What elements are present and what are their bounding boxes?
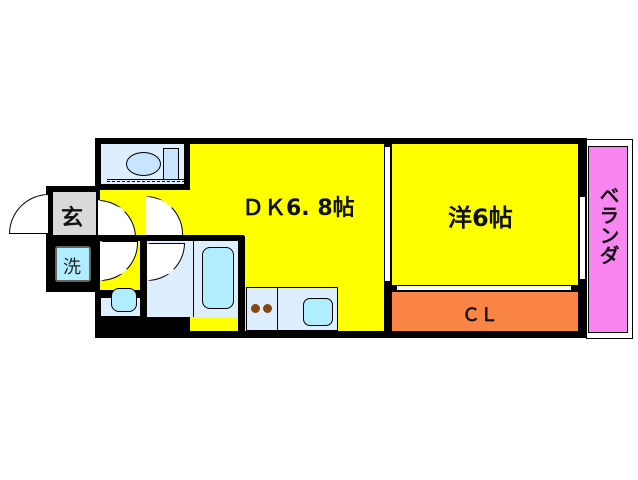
kitchen-sink-icon bbox=[303, 298, 333, 326]
stove-burner-2 bbox=[263, 304, 272, 313]
entrance: 玄 bbox=[53, 192, 96, 235]
toilet-door-rail bbox=[107, 179, 185, 182]
stove-burner-1 bbox=[251, 304, 260, 313]
bathtub-icon bbox=[202, 247, 234, 309]
veranda: ベランダ bbox=[588, 146, 628, 333]
toilet-icon bbox=[126, 152, 161, 176]
washer-space: 洗 bbox=[55, 246, 91, 282]
bath-divider-line bbox=[193, 241, 194, 317]
western-room-label: 洋6帖 bbox=[448, 204, 513, 232]
western-room: 洋6帖 bbox=[392, 144, 578, 285]
bathroom bbox=[147, 241, 239, 317]
closet-label: ＣＬ bbox=[462, 305, 498, 326]
entrance-door[interactable] bbox=[9, 194, 49, 234]
bath-right-wall bbox=[238, 236, 245, 338]
window-veranda[interactable] bbox=[579, 196, 586, 280]
entrance-label: 玄 bbox=[61, 206, 84, 231]
counter-divider bbox=[277, 288, 278, 332]
sliding-door-dk-western[interactable] bbox=[384, 146, 391, 282]
bath-divider bbox=[140, 236, 146, 322]
bath-door[interactable] bbox=[147, 243, 185, 281]
kitchen-counter bbox=[246, 287, 338, 332]
hall-divider bbox=[96, 235, 244, 241]
closet: ＣＬ bbox=[392, 292, 578, 331]
washbasin-icon bbox=[111, 288, 137, 312]
closet-sliding-door[interactable] bbox=[396, 285, 572, 291]
toilet-tank bbox=[163, 148, 179, 180]
veranda-label: ベランダ bbox=[596, 185, 620, 265]
washer-label: 洗 bbox=[63, 257, 81, 278]
dk-label: ＤＫ6. 8帖 bbox=[242, 196, 355, 221]
toilet-room bbox=[101, 144, 185, 184]
